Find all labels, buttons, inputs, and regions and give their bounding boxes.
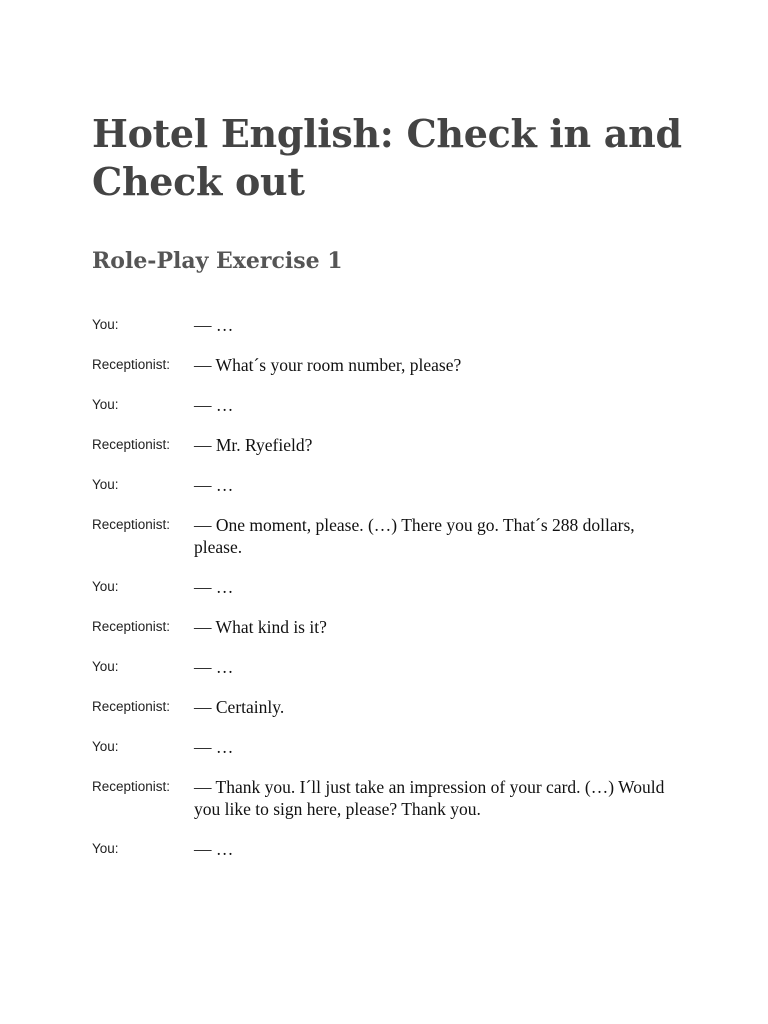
dialogue-line: — …: [194, 737, 234, 757]
speaker-label: You:: [92, 659, 119, 674]
dialogue-row: You: — …: [92, 314, 692, 336]
dialogue-line: — Thank you. I´ll just take an impressio…: [194, 777, 665, 819]
dialogue-line: — …: [194, 315, 234, 335]
speaker-label: You:: [92, 477, 119, 492]
dialogue-line: — …: [194, 657, 234, 677]
speaker-label: Receptionist:: [92, 517, 171, 532]
dialogue-row: Receptionist: — What kind is it?: [92, 616, 692, 638]
dialogue-line: — Mr. Ryefield?: [194, 435, 313, 455]
dialogue-row: You: — …: [92, 838, 692, 860]
dialogue-row: You: — …: [92, 474, 692, 496]
dialogue-line: — What kind is it?: [194, 617, 327, 637]
speaker-label: You:: [92, 397, 119, 412]
speaker-label: Receptionist:: [92, 437, 171, 452]
page-subtitle: Role-Play Exercise 1: [92, 248, 343, 274]
speaker-label: You:: [92, 317, 119, 332]
dialogue-list: You: — … Receptionist: — What´s your roo…: [92, 314, 692, 860]
dialogue-row: You: — …: [92, 736, 692, 758]
dialogue-line: — One moment, please. (…) There you go. …: [194, 515, 635, 557]
speaker-label: Receptionist:: [92, 699, 171, 714]
dialogue-row: Receptionist: — One moment, please. (…) …: [92, 514, 692, 558]
speaker-label: You:: [92, 739, 119, 754]
dialogue-row: Receptionist: — Mr. Ryefield?: [92, 434, 692, 456]
speaker-label: Receptionist:: [92, 779, 171, 794]
speaker-label: You:: [92, 579, 119, 594]
document-page: Hotel English: Check in and Check out Ro…: [92, 110, 692, 878]
speaker-label: Receptionist:: [92, 619, 171, 634]
dialogue-line: — …: [194, 475, 234, 495]
dialogue-line: — …: [194, 839, 234, 859]
page-title: Hotel English: Check in and Check out: [92, 111, 682, 204]
speaker-label: You:: [92, 841, 119, 856]
dialogue-line: — Certainly.: [194, 697, 285, 717]
dialogue-row: You: — …: [92, 656, 692, 678]
dialogue-line: — What´s your room number, please?: [194, 355, 462, 375]
dialogue-row: You: — …: [92, 394, 692, 416]
speaker-label: Receptionist:: [92, 357, 171, 372]
dialogue-row: Receptionist: — What´s your room number,…: [92, 354, 692, 376]
dialogue-row: Receptionist: — Certainly.: [92, 696, 692, 718]
dialogue-row: You: — …: [92, 576, 692, 598]
dialogue-line: — …: [194, 577, 234, 597]
dialogue-line: — …: [194, 395, 234, 415]
dialogue-row: Receptionist: — Thank you. I´ll just tak…: [92, 776, 692, 820]
